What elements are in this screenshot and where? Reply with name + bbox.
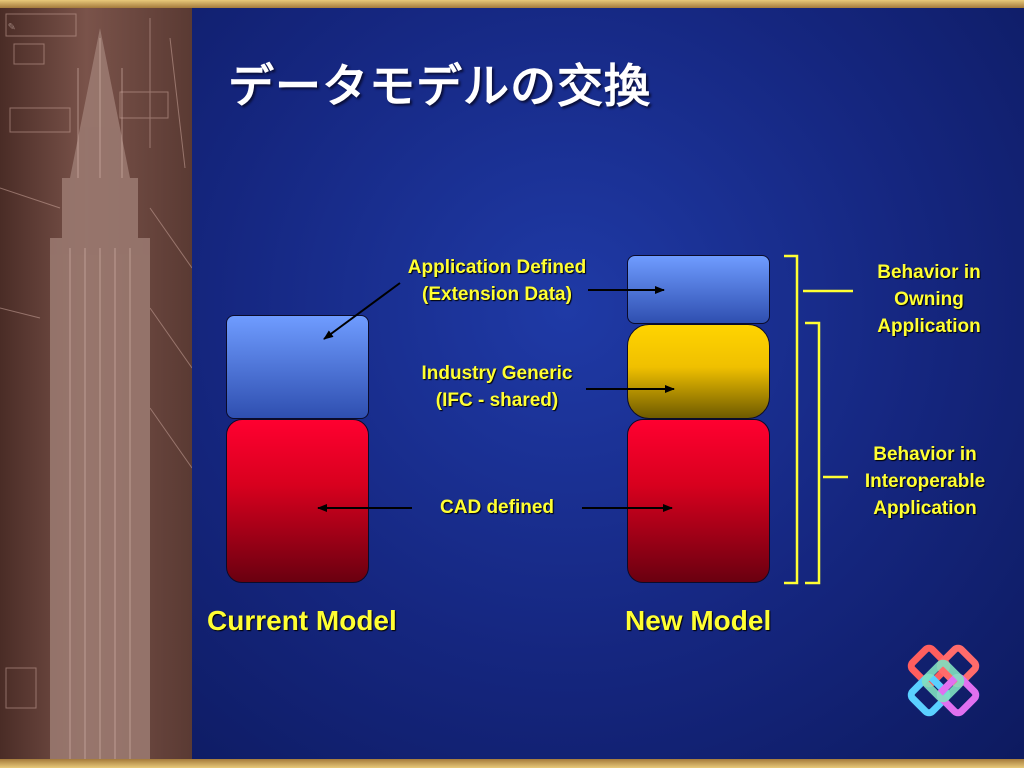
- building-sketch-icon: ✎: [0, 13, 192, 759]
- industry-generic-label: Industry Generic (IFC - shared): [380, 360, 614, 414]
- top-border: [0, 0, 1024, 8]
- owning-bracket: [784, 254, 799, 585]
- industry-generic-line1: Industry Generic: [421, 363, 573, 384]
- behavior-interop-line1: Behavior in: [873, 444, 977, 465]
- arrow-to-current-extension: [323, 282, 401, 340]
- behavior-owning-label: Behavior in Owning Application: [850, 259, 1008, 340]
- interlocking-squares-logo-icon: [907, 644, 980, 717]
- new-cad-block: [627, 419, 770, 583]
- behavior-interop-line2: Interoperable: [864, 471, 986, 492]
- current-extension-block: [226, 315, 369, 419]
- current-model-caption: Current Model: [207, 605, 397, 636]
- behavior-owning-line3: Application: [877, 316, 981, 337]
- behavior-interop-label: Behavior in Interoperable Application: [846, 441, 1004, 522]
- behavior-owning-line2: Owning: [894, 289, 964, 310]
- new-model-caption: New Model: [625, 605, 772, 636]
- sketch-scribble: ✎: [8, 19, 15, 33]
- application-defined-label: Application Defined (Extension Data): [380, 254, 614, 308]
- new-industry-block: [627, 324, 770, 419]
- application-defined-line2: (Extension Data): [422, 284, 572, 305]
- current-cad-block: [226, 419, 369, 583]
- slide-title: データモデルの交換: [228, 59, 651, 113]
- application-defined-line1: Application Defined: [407, 257, 587, 278]
- cad-defined-label: CAD defined: [440, 497, 554, 518]
- building-sketch-panel: ✎: [0, 8, 192, 759]
- behavior-owning-line1: Behavior in: [877, 262, 981, 283]
- bottom-border: [0, 759, 1024, 768]
- interop-bracket: [805, 321, 821, 585]
- industry-generic-line2: (IFC - shared): [435, 390, 559, 411]
- behavior-interop-line3: Application: [873, 498, 977, 519]
